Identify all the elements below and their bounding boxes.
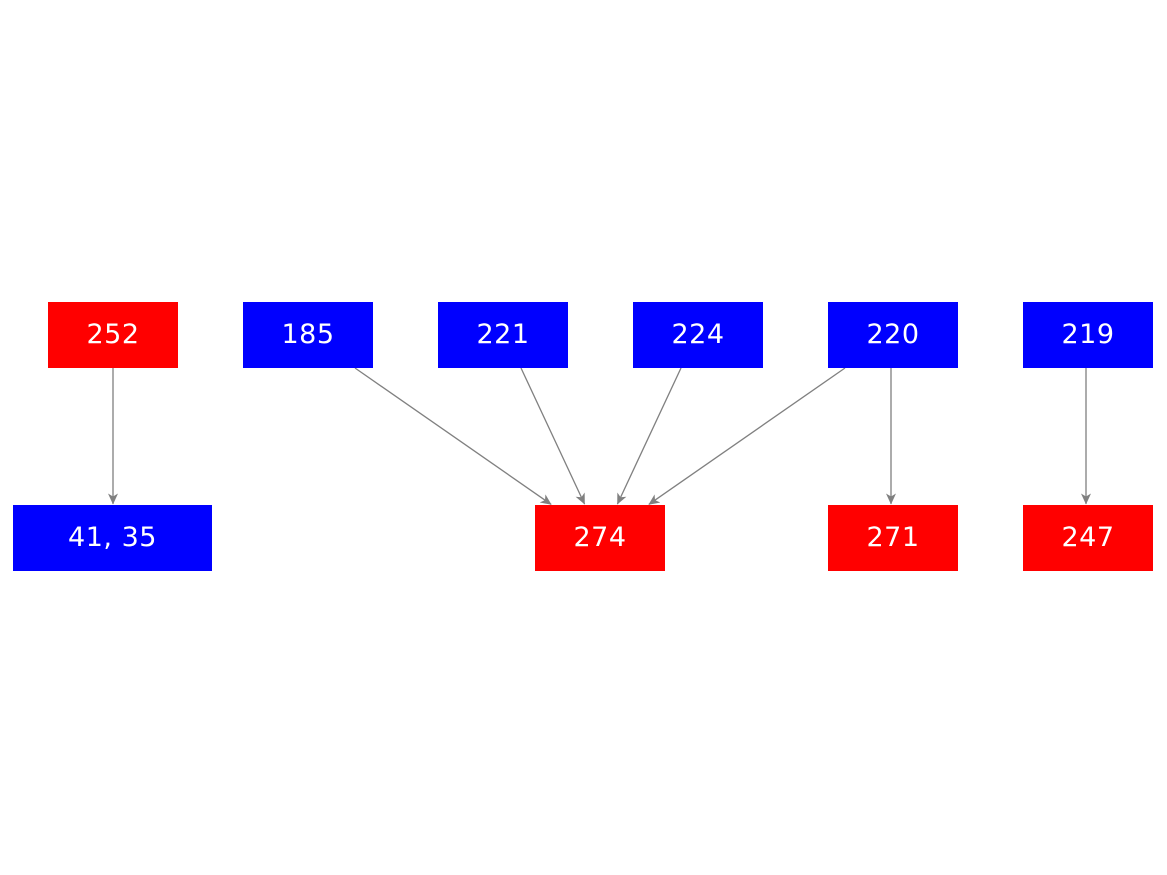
edge-n224-to-n274: [616, 367, 682, 505]
edge-n220-to-n274: [648, 367, 846, 505]
node-label: 185: [281, 318, 335, 350]
edge-n185-to-n274: [354, 367, 552, 505]
node-n219[interactable]: 219: [1023, 302, 1153, 368]
node-n224[interactable]: 224: [633, 302, 763, 368]
node-n271[interactable]: 271: [828, 505, 958, 571]
node-n274[interactable]: 274: [535, 505, 665, 571]
node-n221[interactable]: 221: [438, 302, 568, 368]
node-label: 221: [476, 318, 530, 350]
node-label: 219: [1061, 318, 1115, 350]
node-label: 271: [866, 521, 920, 553]
node-label: 274: [573, 521, 627, 553]
node-n4135[interactable]: 41, 35: [13, 505, 212, 571]
edge-group: [108, 367, 1091, 505]
node-label: 224: [671, 318, 725, 350]
node-n247[interactable]: 247: [1023, 505, 1153, 571]
node-n220[interactable]: 220: [828, 302, 958, 368]
node-n185[interactable]: 185: [243, 302, 373, 368]
edge-n221-to-n274: [520, 367, 586, 505]
node-label: 247: [1061, 521, 1115, 553]
node-label: 220: [866, 318, 920, 350]
node-label: 41, 35: [68, 521, 157, 553]
node-label: 252: [86, 318, 140, 350]
node-n252[interactable]: 252: [48, 302, 178, 368]
